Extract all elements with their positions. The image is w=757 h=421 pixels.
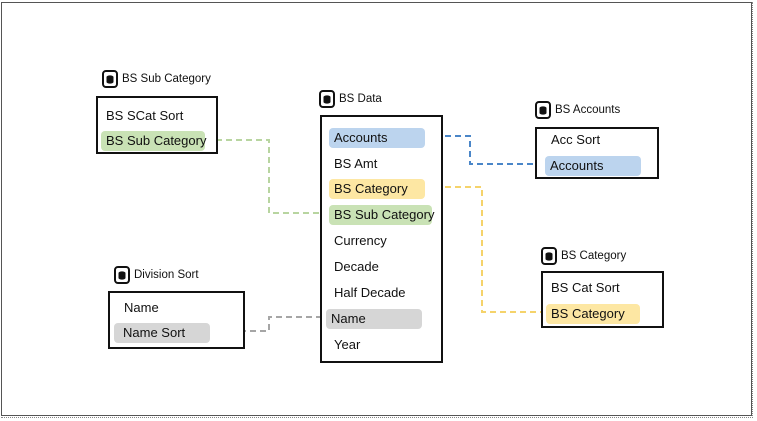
table-title-bs-category: BS Category	[541, 247, 626, 265]
field-half-decade[interactable]: Half Decade	[334, 285, 406, 300]
field-decade[interactable]: Decade	[334, 259, 379, 274]
table-title-label: BS Accounts	[555, 104, 621, 116]
table-bs-accounts[interactable]: Acc Sort Accounts	[535, 127, 659, 179]
frame-dotted-edge-bottom	[1, 417, 753, 418]
table-division-sort[interactable]: Name Name Sort	[108, 291, 245, 349]
field-bs-amt[interactable]: BS Amt	[334, 156, 378, 171]
field-bs-sub-category[interactable]: BS Sub Category	[329, 205, 434, 225]
table-title-bs-sub-category: BS Sub Category	[102, 70, 211, 88]
field-name[interactable]: Name	[326, 309, 422, 329]
table-bs-data[interactable]: Accounts BS Amt BS Category BS Sub Categ…	[320, 115, 443, 363]
frame-dotted-edge	[752, 2, 753, 416]
table-title-bs-data: BS Data	[319, 90, 382, 108]
table-title-label: BS Category	[561, 250, 627, 262]
database-icon	[102, 70, 118, 88]
field-bs-category[interactable]: BS Category	[329, 179, 425, 199]
field-currency[interactable]: Currency	[334, 233, 387, 248]
table-title-label: Division Sort	[134, 269, 199, 281]
field-accounts[interactable]: Accounts	[329, 128, 425, 148]
database-icon	[319, 90, 335, 108]
field-bs-scat-sort[interactable]: BS SCat Sort	[106, 108, 184, 123]
table-bs-sub-category[interactable]: BS SCat Sort BS Sub Category	[96, 96, 218, 154]
table-title-bs-accounts: BS Accounts	[535, 101, 620, 119]
link-name	[210, 316, 325, 332]
field-name-sort[interactable]: Name Sort	[114, 323, 210, 343]
database-icon	[535, 101, 551, 119]
field-name[interactable]: Name	[124, 300, 159, 315]
link-bs-category	[425, 186, 541, 313]
table-title-division-sort: Division Sort	[114, 266, 199, 284]
field-year[interactable]: Year	[334, 337, 361, 352]
field-bs-sub-category[interactable]: BS Sub Category	[101, 131, 206, 151]
field-bs-category[interactable]: BS Category	[546, 304, 640, 324]
database-icon	[114, 266, 130, 284]
table-title-label: BS Sub Category	[122, 73, 211, 85]
field-accounts[interactable]: Accounts	[545, 156, 641, 176]
table-title-label: BS Data	[339, 93, 382, 105]
database-icon	[541, 247, 557, 265]
field-bs-cat-sort[interactable]: BS Cat Sort	[551, 280, 620, 295]
link-bs-sub-category	[206, 139, 329, 214]
diagram-frame	[1, 2, 752, 416]
field-acc-sort[interactable]: Acc Sort	[551, 132, 601, 147]
link-accounts	[425, 135, 541, 165]
table-bs-category[interactable]: BS Cat Sort BS Category	[541, 271, 664, 328]
